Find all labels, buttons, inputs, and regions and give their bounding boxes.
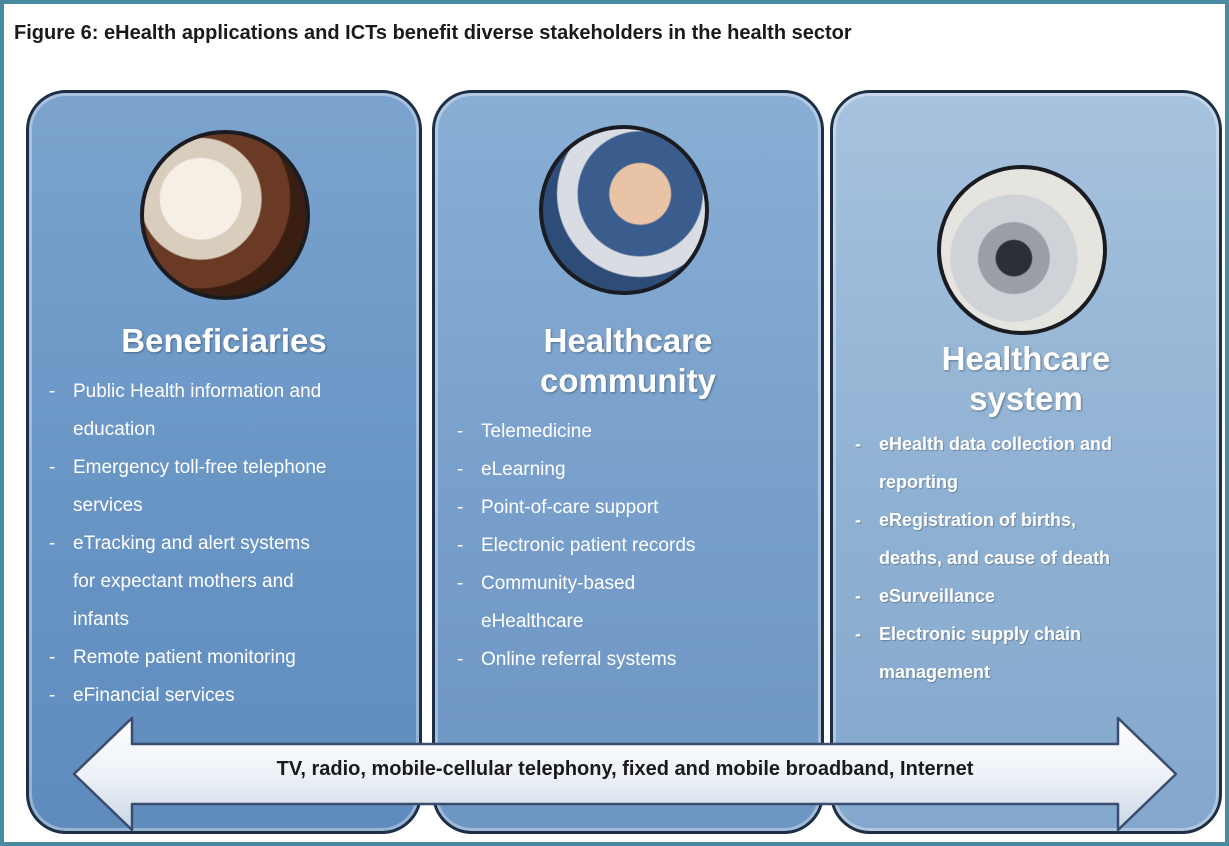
panel-title-healthcare-system: Healthcare system — [833, 339, 1219, 419]
list-item-line: Community-based — [481, 573, 636, 594]
panel-title-line: system — [969, 380, 1083, 417]
list-item-line: for expectant mothers and — [73, 571, 294, 592]
list-item-line: education — [73, 419, 156, 440]
list-item-line: management — [879, 662, 991, 682]
list-item: eRegistration of births, deaths, and cau… — [855, 501, 1205, 577]
list-item-line: Point-of-care support — [481, 497, 659, 518]
list-item: Telemedicine — [457, 413, 797, 451]
panel-title-line: Healthcare — [941, 340, 1111, 377]
healthcare-community-photo — [539, 125, 709, 295]
panel-title-beneficiaries: Beneficiaries — [29, 321, 419, 361]
arrow-shape — [72, 716, 1178, 832]
double-arrow-icon — [72, 716, 1178, 832]
list-item-line: Emergency toll-free telephone — [73, 457, 327, 478]
healthcare-community-list: Telemedicine eLearning Point-of-care sup… — [457, 413, 797, 679]
list-item-line: eHealthcare — [481, 611, 584, 632]
list-item: Electronic patient records — [457, 527, 797, 565]
list-item-line: Online referral systems — [481, 649, 677, 670]
list-item: Point-of-care support — [457, 489, 797, 527]
beneficiaries-photo — [140, 130, 310, 300]
arrow-label: TV, radio, mobile-cellular telephony, fi… — [276, 758, 974, 780]
list-item: eHealth data collection and reporting — [855, 425, 1205, 501]
panel-title-line: Beneficiaries — [121, 322, 327, 359]
list-item: Online referral systems — [457, 641, 797, 679]
list-item: Electronic supply chain management — [855, 615, 1205, 691]
list-item-line: eTracking and alert systems — [73, 533, 310, 554]
list-item-line: Electronic supply chain — [879, 624, 1082, 644]
panel-title-line: Healthcare — [543, 322, 713, 359]
panel-title-line: community — [539, 362, 717, 399]
panel-healthcare-community: Healthcare community Telemedicine eLearn… — [432, 90, 824, 834]
list-item: eLearning — [457, 451, 797, 489]
list-item-line: Public Health information and — [73, 381, 322, 402]
list-item-line: eSurveillance — [879, 586, 996, 606]
list-item-line: deaths, and cause of death — [879, 548, 1111, 568]
list-item-line: services — [73, 495, 143, 516]
list-item-line: infants — [73, 609, 129, 630]
list-item: eSurveillance — [855, 577, 1205, 615]
list-item: eFinancial services — [49, 677, 399, 715]
list-item: Remote patient monitoring — [49, 639, 399, 677]
panel-beneficiaries: Beneficiaries Public Health information … — [26, 90, 422, 834]
list-item: eTracking and alert systems for expectan… — [49, 525, 399, 639]
list-item: Public Health information and education — [49, 373, 399, 449]
list-item-line: Remote patient monitoring — [73, 647, 296, 668]
list-item-line: Telemedicine — [481, 421, 592, 442]
healthcare-system-photo — [937, 165, 1107, 335]
list-item-line: eHealth data collection and — [879, 434, 1113, 454]
beneficiaries-list: Public Health information and education … — [49, 373, 399, 715]
panel-title-healthcare-community: Healthcare community — [435, 321, 821, 401]
list-item-line: eLearning — [481, 459, 566, 480]
list-item-line: Electronic patient records — [481, 535, 696, 556]
list-item: Community-based eHealthcare — [457, 565, 797, 641]
list-item-line: reporting — [879, 472, 958, 492]
healthcare-system-list: eHealth data collection and reporting eR… — [855, 425, 1205, 691]
list-item: Emergency toll-free telephone services — [49, 449, 399, 525]
list-item-line: eFinancial services — [73, 685, 235, 706]
list-item-line: eRegistration of births, — [879, 510, 1077, 530]
panel-healthcare-system: Healthcare system eHealth data collectio… — [830, 90, 1222, 834]
figure-title: Figure 6: eHealth applications and ICTs … — [14, 22, 852, 44]
